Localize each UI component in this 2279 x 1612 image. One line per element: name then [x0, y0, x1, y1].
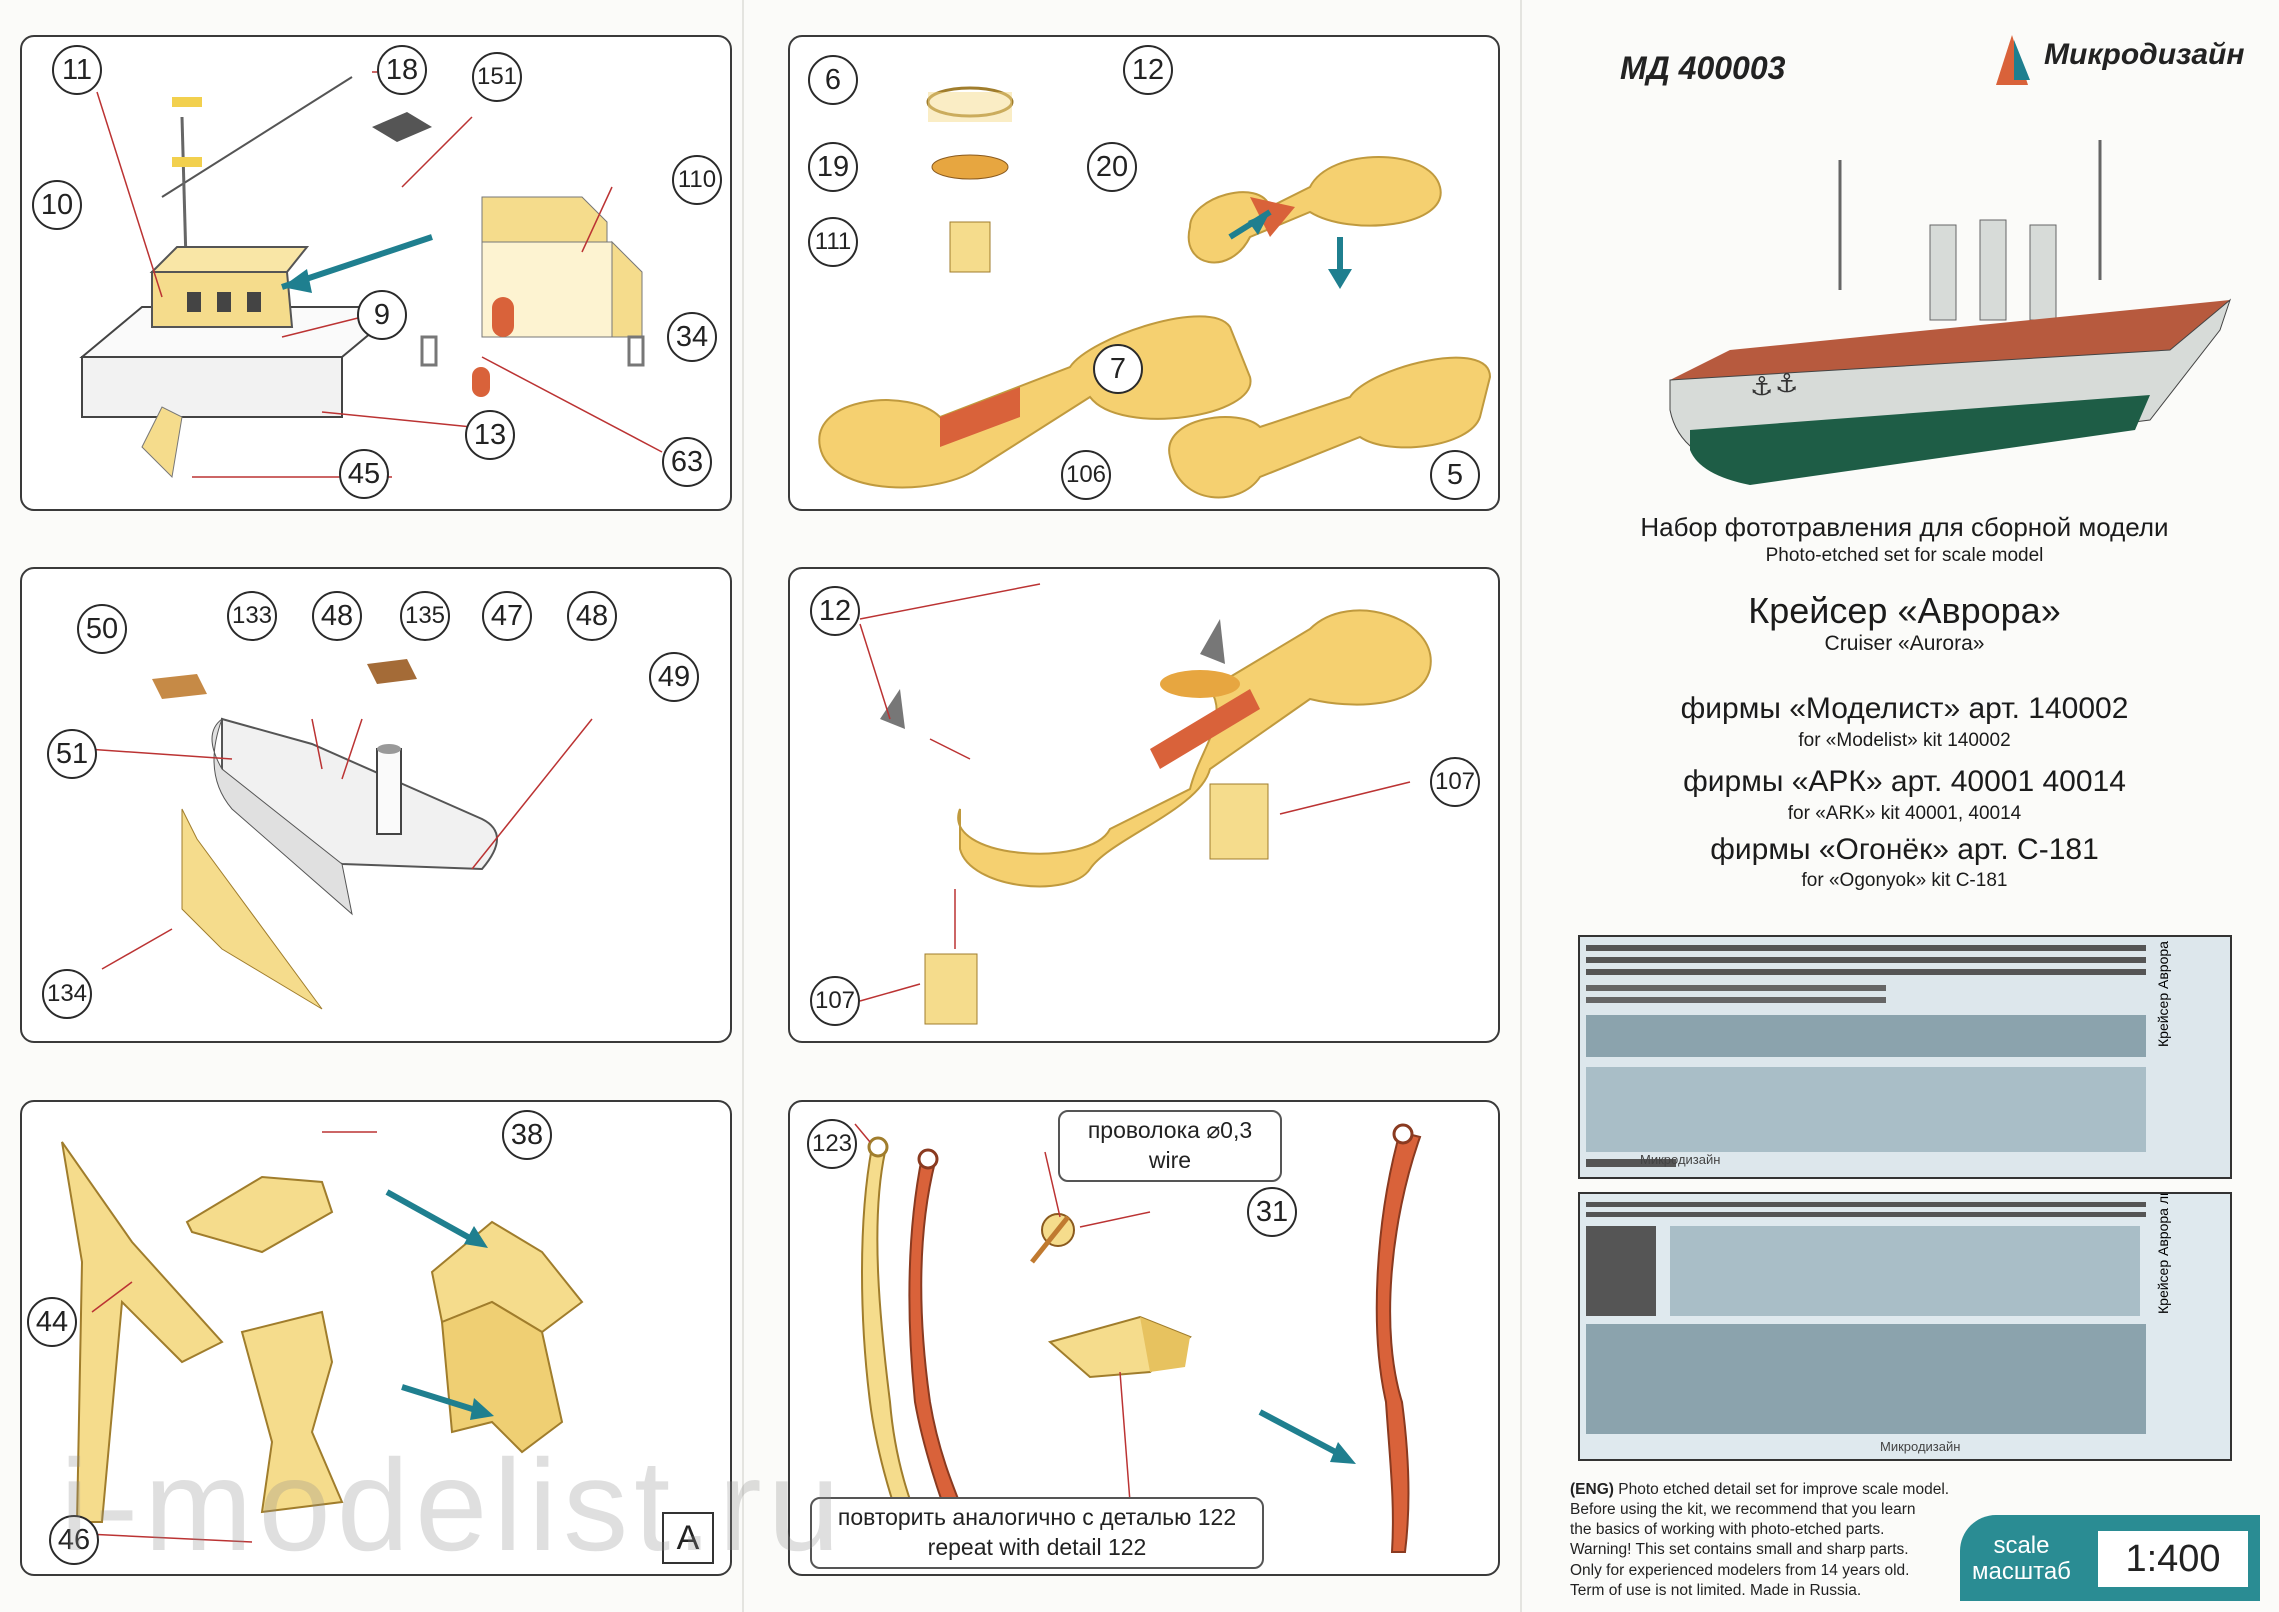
part-callout: 20 — [1087, 142, 1137, 192]
part-callout: 48 — [312, 591, 362, 641]
warning-text: (ENG) Photo etched detail set for improv… — [1570, 1480, 2050, 1601]
assembly-panel-mast-supports: 38 44 46 A — [20, 1100, 732, 1576]
svg-text:⚓: ⚓ — [1750, 372, 1773, 402]
warning-line: Before using the kit, we recommend that … — [1570, 1501, 1916, 1519]
part-callout: 133 — [227, 591, 277, 641]
part-callout: 106 — [1061, 450, 1111, 500]
ship-name-ru: Крейсер «Аврора» — [1748, 590, 2061, 631]
assembly-panel-launch: 50 133 48 135 47 48 51 49 134 — [20, 567, 732, 1043]
part-callout: 50 — [77, 604, 127, 654]
part-callout: 48 — [567, 591, 617, 641]
part-callout: 135 — [400, 591, 450, 641]
part-callout: 49 — [649, 652, 699, 702]
assembly-panel-bridge: 11 18 151 10 110 9 34 13 63 45 — [20, 35, 732, 511]
scale-value: 1:400 — [2098, 1531, 2248, 1587]
launch-diagram — [86, 659, 593, 1010]
kit-en: for «Modelist» kit 140002 — [1798, 730, 2011, 751]
warning-tag: (ENG) — [1570, 1481, 1614, 1498]
scale-words: scale масштаб — [1972, 1532, 2071, 1586]
scale-word-ru: масштаб — [1972, 1558, 2071, 1586]
part-callout: 18 — [377, 45, 427, 95]
cover-panel: МД 400003 Микродизайн ⚓ ⚓ Набор фототрав… — [1530, 0, 2279, 1612]
part-callout: 134 — [42, 969, 92, 1019]
part-callout: 51 — [47, 729, 97, 779]
etched-fret-2: Крейсер Аврора лист 2 МД 400003 Микродиз… — [1578, 1192, 2232, 1461]
kit-ru: фирмы «Огонёк» арт. С-181 — [1710, 833, 2099, 866]
part-callout: 107 — [1430, 757, 1480, 807]
part-callout: 12 — [1123, 45, 1173, 95]
fret-1-label: Крейсер Аврора лист 1 МД 400003 — [2155, 937, 2171, 1047]
part-callout: 31 — [1247, 1187, 1297, 1237]
repeat-note: повторить аналогично с деталью 122 repea… — [810, 1497, 1264, 1569]
part-callout: 110 — [672, 155, 722, 205]
kit-ru: фирмы «Моделист» арт. 140002 — [1680, 692, 2129, 725]
platform-diagram — [818, 86, 1492, 499]
warning-line: Only for experienced modelers from 14 ye… — [1570, 1561, 1910, 1579]
etched-fret-1: Крейсер Аврора лист 1 МД 400003 Микродиз… — [1578, 935, 2232, 1179]
part-callout: 45 — [339, 449, 389, 499]
assembly-panel-walkway: 12 107 107 — [788, 567, 1500, 1043]
kit-en: for «Ogonyok» kit C-181 — [1801, 870, 2008, 891]
fret-2-label: Крейсер Аврора лист 2 МД 400003 — [2155, 1192, 2171, 1314]
part-callout: 12 — [810, 586, 860, 636]
part-callout: 19 — [808, 142, 858, 192]
product-code: МД 400003 — [1620, 50, 1786, 86]
fret-maker: Микродизайн — [1880, 1439, 1961, 1454]
assembly-panel-davits: 123 31 69 проволока ⌀0,3 wire повторить … — [788, 1100, 1500, 1576]
sheet-marker: A — [662, 1512, 714, 1564]
scale-word-en: scale — [1993, 1532, 2050, 1559]
part-callout: 11 — [52, 45, 102, 95]
warning-line: Warning! This set contains small and sha… — [1570, 1541, 1909, 1559]
walkway-diagram — [859, 583, 1432, 1025]
kit-en: for «ARK» kit 40001, 40014 — [1787, 803, 2022, 824]
part-callout: 44 — [27, 1297, 77, 1347]
fret-maker: Микродизайн — [1640, 1152, 1721, 1167]
assembly-panel-platform: 6 12 19 20 111 7 106 5 — [788, 35, 1500, 511]
brand-name: Микродизайн — [2044, 38, 2245, 71]
sail-logo-icon — [1996, 35, 2030, 85]
fret-2-parts — [1586, 1202, 2146, 1434]
part-callout: 151 — [472, 52, 522, 102]
kit-ru: фирмы «АРК» арт. 40001 40014 — [1683, 765, 2126, 798]
part-callout: 107 — [810, 976, 860, 1026]
wire-note: проволока ⌀0,3 wire — [1058, 1110, 1282, 1182]
part-callout: 13 — [465, 410, 515, 460]
part-callout: 111 — [808, 217, 858, 267]
brand-logo: Микродизайн — [1990, 30, 2244, 90]
ship-name-en: Cruiser «Aurora» — [1824, 632, 1985, 655]
svg-text:⚓: ⚓ — [1775, 369, 1798, 399]
davits-diagram — [854, 1123, 1422, 1553]
warning-line: Term of use is not limited. Made in Russ… — [1570, 1581, 1862, 1599]
fold-line — [742, 0, 744, 1612]
bridge-diagram — [79, 71, 663, 479]
title-en: Photo-etched set for scale model — [1765, 545, 2044, 566]
part-callout: 9 — [357, 290, 407, 340]
warning-line: the basics of working with photo-etched … — [1570, 1521, 1885, 1539]
mast-supports-diagram — [61, 1131, 584, 1543]
part-callout: 63 — [662, 437, 712, 487]
part-callout: 123 — [807, 1119, 857, 1169]
part-callout: 46 — [49, 1515, 99, 1565]
part-callout: 38 — [502, 1110, 552, 1160]
part-callout: 5 — [1430, 450, 1480, 500]
warning-line: Photo etched detail set for improve scal… — [1618, 1481, 1950, 1498]
fret-1-parts — [1586, 945, 2146, 1167]
cruiser-render: ⚓ ⚓ — [1669, 140, 2232, 485]
part-callout: 47 — [482, 591, 532, 641]
part-callout: 6 — [808, 55, 858, 105]
title-ru: Набор фототравления для сборной модели — [1640, 512, 2169, 542]
part-callout: 7 — [1093, 344, 1143, 394]
part-callout: 10 — [32, 180, 82, 230]
scale-badge: scale масштаб 1:400 — [1960, 1515, 2260, 1601]
part-callout: 34 — [667, 312, 717, 362]
fold-line — [1520, 0, 1522, 1612]
